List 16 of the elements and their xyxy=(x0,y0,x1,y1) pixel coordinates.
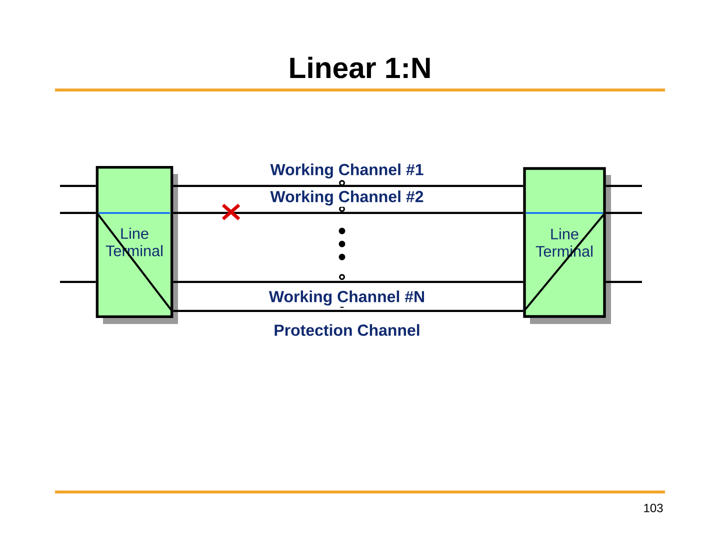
channel-line xyxy=(606,184,642,188)
page-number: 103 xyxy=(644,504,663,512)
channel-line xyxy=(60,212,96,214)
channel-label: Protection Channel xyxy=(272,322,422,338)
title: Linear 1:N xyxy=(290,56,430,78)
channel-line xyxy=(606,280,642,284)
channel-label: Working Channel #1 xyxy=(268,162,426,180)
channel-line xyxy=(173,310,524,312)
channel-line xyxy=(173,184,524,188)
channel-line xyxy=(60,184,96,188)
channel-label: Working Channel #2 xyxy=(268,189,426,207)
channel-label: Working Channel #N xyxy=(268,289,426,307)
channel-line xyxy=(606,212,642,214)
channel-line xyxy=(173,280,524,284)
channel-line xyxy=(60,280,96,284)
channel-line xyxy=(173,212,524,214)
